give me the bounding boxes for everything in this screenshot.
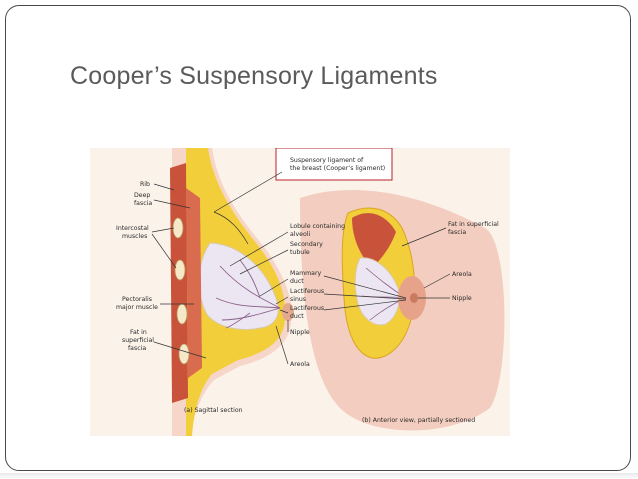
label-lobule-2: alveoli xyxy=(290,231,310,238)
label-secondary-2: tubule xyxy=(290,249,310,256)
anterior-view xyxy=(300,189,505,431)
sagittal-ducts xyxy=(215,259,281,329)
label-fat-3: fascia xyxy=(128,345,146,352)
label-lobule-1: Lobule containing xyxy=(290,223,345,230)
label-mammary-1: Mammary xyxy=(290,270,322,277)
label-fat-1: Fat in xyxy=(130,329,147,336)
slide-title: Cooper’s Suspensory Ligaments xyxy=(70,62,438,90)
caption-sagittal: (a) Sagittal section xyxy=(184,407,243,414)
callout-line-1: Suspensory ligament of xyxy=(290,157,364,164)
label-sinus-1: Lactiferous xyxy=(290,288,324,295)
sagittal-section xyxy=(170,148,294,436)
label-right-fat-2: fascia xyxy=(448,229,466,236)
anterior-gland xyxy=(354,257,400,326)
anterior-muscle xyxy=(352,213,396,268)
label-lduct-1: Lactiferous xyxy=(290,305,324,312)
label-pectoralis-2: major muscle xyxy=(116,304,158,311)
label-pectoralis-1: Pectoralis xyxy=(122,296,152,303)
sagittal-nipple xyxy=(282,303,294,321)
label-intercostal-1: Intercostal xyxy=(116,225,149,232)
breast-anatomy-diagram: Suspensory ligament of the breast (Coope… xyxy=(90,148,510,436)
pectoralis-major xyxy=(186,188,202,378)
intercostal-muscles xyxy=(170,163,188,403)
label-right-fat-1: Fat in superficial xyxy=(448,221,499,228)
slide-bottom-shadow xyxy=(0,473,638,479)
label-sinus-2: sinus xyxy=(290,296,306,303)
label-nipple: Nipple xyxy=(290,329,310,336)
label-lduct-2: duct xyxy=(290,313,304,320)
label-deep-fascia-1: Deep xyxy=(134,192,150,199)
caption-anterior: (b) Anterior view, partially sectioned xyxy=(362,417,475,424)
callout-leader xyxy=(213,171,283,213)
ribs xyxy=(172,217,190,365)
label-mammary-2: duct xyxy=(290,278,304,285)
label-intercostal-2: muscles xyxy=(122,233,147,240)
label-secondary-1: Secondary xyxy=(290,241,323,248)
anterior-nipple xyxy=(410,293,418,303)
coopers-ligament-strand xyxy=(213,211,249,245)
label-rib: Rib xyxy=(140,181,150,188)
label-areola: Areola xyxy=(290,361,310,368)
label-deep-fascia-2: fascia xyxy=(134,200,152,207)
label-right-areola: Areola xyxy=(452,271,472,278)
callout-line-2: the breast (Cooper’s ligament) xyxy=(290,165,385,172)
label-fat-2: superficial xyxy=(122,337,154,344)
coopers-ligament-callout-box xyxy=(275,148,393,181)
label-right-nipple: Nipple xyxy=(452,295,472,302)
